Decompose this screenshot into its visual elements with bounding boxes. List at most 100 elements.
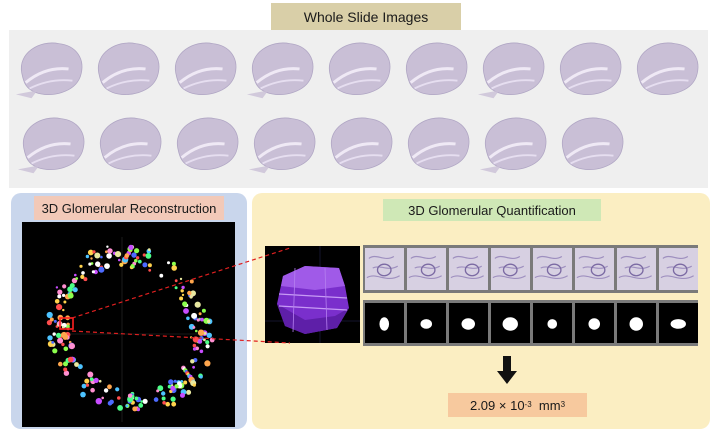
glomerulus-point xyxy=(127,396,134,403)
histology-tile xyxy=(617,248,656,290)
glomerulus-point xyxy=(85,383,90,387)
glomerulus-3d-model xyxy=(265,246,360,343)
glomerulus-point xyxy=(170,396,176,402)
glomerulus-point xyxy=(72,287,78,293)
slide-thumbnail xyxy=(322,106,400,180)
glomerulus-point xyxy=(49,317,54,322)
glomerulus-point xyxy=(117,405,123,411)
glomerulus-point xyxy=(170,384,174,387)
glomerulus-point xyxy=(180,392,185,398)
histology-tile xyxy=(491,248,530,290)
glomerulus-point xyxy=(93,377,99,383)
glomerulus-point xyxy=(153,397,159,402)
glomerulus-point xyxy=(95,398,103,405)
glomerulus-point xyxy=(136,407,141,412)
glomerulus-point xyxy=(62,293,66,297)
glomerulus-point xyxy=(200,317,204,322)
glomerulus-point xyxy=(180,289,184,293)
glomerulus-point xyxy=(189,295,193,299)
segmentation-mask-row xyxy=(363,300,698,346)
glomerulus-point xyxy=(68,343,75,350)
glomerulus-point xyxy=(201,308,206,313)
glomerulus-point xyxy=(192,365,196,369)
selected-glomerulus-box xyxy=(59,317,74,330)
glomerulus-point xyxy=(46,320,52,326)
glomerulus-point xyxy=(206,344,209,347)
glomerulus-point xyxy=(90,257,93,260)
glomeruli-points xyxy=(46,244,215,412)
histology-tile-row xyxy=(363,245,698,293)
glomerulus-point xyxy=(204,360,211,367)
glomerulus-point xyxy=(186,316,190,321)
slide-thumbnail xyxy=(166,33,244,103)
glomerulus-point xyxy=(57,337,64,344)
glomerulus-point xyxy=(192,326,196,329)
slide-thumbnail xyxy=(89,33,167,103)
glomerulus-point xyxy=(89,377,94,382)
glomerulus-point xyxy=(47,335,53,341)
slide-thumbnail xyxy=(397,33,475,103)
glomerulus-3d-shape xyxy=(265,246,360,343)
glomerulus-point xyxy=(192,343,197,348)
mask-tile xyxy=(407,303,446,343)
glomerulus-point xyxy=(57,289,63,295)
slide-thumbnail xyxy=(91,106,169,180)
glomerulus-point xyxy=(61,342,65,347)
glomerulus-point xyxy=(55,286,59,289)
glomerulus-point xyxy=(179,296,184,301)
glomerulus-point xyxy=(77,364,83,370)
glomerulus-point xyxy=(104,263,110,269)
glomerulus-point xyxy=(156,389,160,393)
glomerulus-point xyxy=(107,248,113,254)
glomeruli-scatter xyxy=(46,237,215,422)
glomerulus-point xyxy=(87,371,94,378)
glomerulus-point xyxy=(88,262,92,266)
glomerulus-point xyxy=(162,401,166,405)
glomerulus-point xyxy=(207,319,211,324)
glomerulus-point xyxy=(106,245,109,248)
glomerulus-point xyxy=(183,308,189,314)
glomerulus-point xyxy=(147,248,151,251)
glomerulus-point xyxy=(197,339,203,344)
histology-tile xyxy=(449,248,488,290)
glomerulus-point xyxy=(140,400,143,403)
glomerulus-point xyxy=(171,401,177,407)
glomerulus-point xyxy=(196,318,200,322)
glomerulus-point xyxy=(63,370,70,376)
slide-thumbnail xyxy=(474,33,552,103)
slide-thumbnail xyxy=(399,106,477,180)
glomerulus-point xyxy=(199,375,203,379)
glomerulus-point xyxy=(52,348,58,354)
glomerulus-point xyxy=(62,284,67,289)
glomerulus-point xyxy=(52,332,56,336)
mask-tile xyxy=(533,303,572,343)
glomerulus-point xyxy=(142,398,148,404)
whole-slide-images-title: Whole Slide Images xyxy=(271,3,461,30)
zoom-line-bottom xyxy=(71,330,291,344)
glomerulus-point xyxy=(195,329,198,333)
glomerulus-point xyxy=(179,277,183,281)
glomerulus-point xyxy=(171,261,176,266)
glomerulus-point xyxy=(194,301,201,308)
glomerulus-point xyxy=(183,380,188,385)
glomerulus-point xyxy=(67,356,74,363)
glomerulus-point xyxy=(92,250,96,254)
glomerulus-point xyxy=(63,361,68,367)
glomerulus-point xyxy=(181,285,185,290)
slide-thumbnail xyxy=(12,33,90,103)
glomerulus-point xyxy=(54,299,60,304)
glomerulus-point xyxy=(106,253,112,259)
glomerulus-point xyxy=(205,340,210,345)
glomerulus-point xyxy=(119,262,124,267)
glomerulus-point xyxy=(117,396,121,400)
glomerulus-point xyxy=(173,379,177,383)
glomerulus-point xyxy=(46,311,53,319)
glomerulus-point xyxy=(137,259,142,264)
glomerulus-point xyxy=(80,274,85,279)
glomerulus-point xyxy=(56,332,62,338)
glomerulus-point xyxy=(90,387,95,393)
reconstruction-render xyxy=(22,222,235,427)
glomerulus-point xyxy=(130,264,135,268)
glomerulus-point xyxy=(142,253,146,257)
